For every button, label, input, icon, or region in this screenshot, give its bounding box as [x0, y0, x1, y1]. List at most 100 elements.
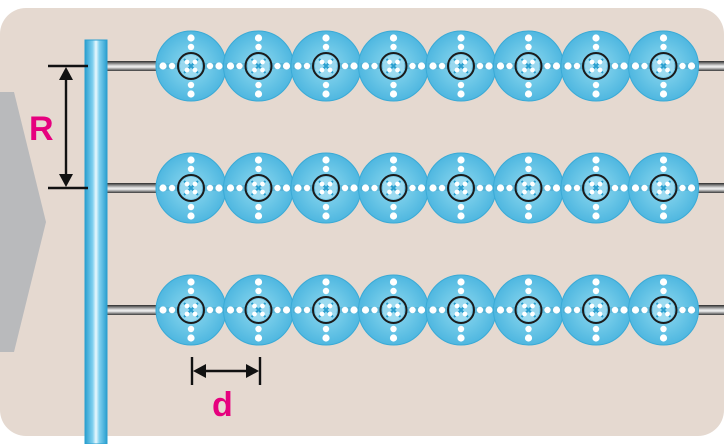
unit-dot	[294, 62, 302, 70]
unit-dot	[184, 59, 190, 65]
unit-dot	[611, 62, 619, 70]
unit-dot	[350, 62, 358, 70]
unit	[358, 274, 429, 346]
unit-dot	[462, 59, 468, 65]
unit-dot	[192, 59, 198, 65]
unit-dot	[322, 90, 330, 98]
unit-dot	[525, 203, 532, 211]
unit-dot	[236, 306, 243, 314]
unit-dot	[389, 334, 398, 342]
unit-dot	[215, 62, 223, 70]
unit-dot	[679, 306, 686, 314]
unit-dot	[254, 334, 263, 342]
unit-core-ring	[177, 174, 205, 202]
unit-dot	[457, 278, 465, 286]
unit	[493, 30, 564, 102]
unit-dot	[260, 311, 265, 317]
unit-spacing-label: d	[212, 386, 233, 424]
unit-dot	[522, 67, 527, 73]
unit-dot	[282, 62, 291, 70]
unit-dot	[254, 278, 263, 286]
unit-dot	[319, 189, 325, 195]
unit-dot	[522, 303, 527, 309]
unit-dot	[530, 181, 535, 187]
unit-dot	[592, 203, 600, 211]
unit-dot	[387, 189, 392, 195]
unit-dot	[597, 67, 603, 73]
unit-dot	[589, 303, 595, 309]
unit-dot	[260, 59, 265, 65]
unit-dot	[254, 90, 263, 98]
unit-dot	[327, 59, 333, 65]
unit	[155, 30, 227, 102]
unit	[493, 274, 564, 346]
unit-dot	[159, 184, 167, 192]
unit-dot	[187, 325, 195, 333]
row	[107, 274, 724, 346]
unit-dot	[322, 165, 330, 173]
unit-dot	[206, 306, 214, 314]
unit	[628, 274, 699, 346]
unit-dot	[236, 62, 243, 70]
unit-dot	[429, 306, 437, 314]
unit-dot	[184, 311, 190, 317]
unit-dot	[597, 189, 603, 195]
unit-dot	[552, 62, 561, 70]
unit-dot	[254, 212, 263, 220]
unit	[358, 152, 429, 224]
unit-dot	[462, 67, 468, 73]
unit-dot	[255, 325, 262, 333]
unit-dot	[592, 156, 600, 164]
unit-dot	[417, 62, 426, 70]
unit-dot	[665, 59, 670, 65]
unit-dot	[206, 184, 214, 192]
unit-dot	[496, 62, 505, 70]
unit-dot	[525, 325, 532, 333]
unit-dot	[371, 184, 378, 192]
unit-dot	[611, 184, 619, 192]
unit-dot	[687, 184, 696, 192]
unit-dot	[438, 306, 446, 314]
unit-dot	[361, 62, 370, 70]
unit-dot	[429, 62, 437, 70]
unit-core-ring	[514, 52, 543, 80]
unit-dot	[187, 334, 195, 342]
unit-dot	[260, 303, 265, 309]
unit-dot	[659, 90, 668, 98]
unit-dot	[457, 212, 465, 220]
unit-dot	[252, 303, 257, 309]
unit	[628, 30, 699, 102]
unit-dot	[657, 59, 662, 65]
unit-dot	[187, 212, 195, 220]
unit-core-ring	[379, 174, 408, 202]
unit-dot	[660, 325, 667, 333]
unit-dot	[390, 43, 397, 51]
unit-dot	[387, 67, 392, 73]
unit-dot	[390, 81, 397, 89]
unit-dot	[252, 189, 257, 195]
unit	[223, 30, 294, 102]
unit-dot	[506, 62, 513, 70]
unit-dot	[660, 203, 667, 211]
unit-dot	[319, 303, 325, 309]
unit-dot	[252, 311, 257, 317]
unit-dot	[322, 334, 330, 342]
unit-core-ring	[244, 52, 273, 80]
unit-dot	[552, 306, 561, 314]
unit	[560, 274, 632, 346]
unit-dot	[187, 278, 195, 286]
unit-dot	[530, 59, 535, 65]
unit-spacing-arrow-left	[193, 364, 206, 378]
unit	[425, 274, 497, 346]
unit-dot	[192, 67, 198, 73]
unit-dot	[657, 181, 662, 187]
unit-dot	[168, 62, 176, 70]
unit-dot	[322, 43, 330, 51]
unit-dot	[660, 165, 667, 173]
unit-dot	[395, 311, 400, 317]
unit-dot	[552, 184, 561, 192]
unit-dot	[530, 303, 535, 309]
unit	[425, 152, 497, 224]
unit	[155, 274, 227, 346]
